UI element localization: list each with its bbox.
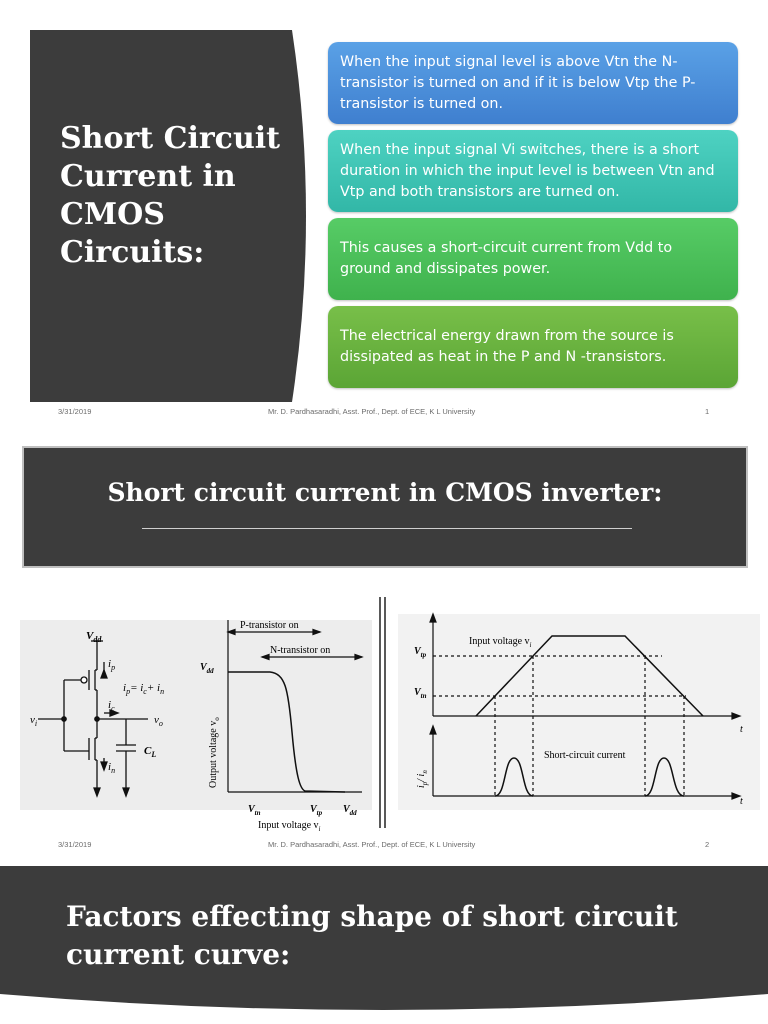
slide-2: Short circuit current in CMOS inverter: — [0, 432, 768, 864]
current-equation: ip= ic+ in — [123, 682, 164, 696]
input-voltage-axis-label: Input voltage vi — [258, 820, 321, 832]
slide-2-title: Short circuit current in CMOS inverter: — [107, 478, 663, 507]
time-axis-label-top: t — [740, 724, 743, 735]
bullet-text-3: This causes a short-circuit current from… — [340, 240, 673, 277]
timing-vtp-label: Vtp — [414, 646, 427, 659]
footer-date: 3/31/2019 — [58, 840, 92, 849]
transfer-vdd-label: Vdd — [200, 662, 214, 675]
footer-page-number: 1 — [705, 407, 710, 416]
slide-2-footer: 3/31/2019 Mr. D. Pardhasaradhi, Asst. Pr… — [0, 840, 768, 854]
load-capacitor-label: CL — [144, 745, 156, 759]
vtn-tick-label: Vtn — [248, 804, 261, 817]
footer-page-number: 2 — [705, 840, 710, 849]
footer-author: Mr. D. Pardhasaradhi, Asst. Prof., Dept.… — [268, 407, 476, 416]
timing-vtn-label: Vtn — [414, 687, 427, 700]
ip-label: ip — [108, 658, 115, 672]
short-circuit-current-label: Short-circuit current — [544, 750, 626, 761]
bullet-box-2: When the input signal Vi switches, there… — [328, 130, 738, 212]
slide-3-title: Factors effecting shape of short circuit… — [66, 900, 678, 971]
transfer-characteristic — [226, 620, 364, 793]
cmos-inverter-circuit — [38, 640, 148, 798]
title-panel — [30, 30, 306, 402]
slide-3: Factors effecting shape of short circuit… — [0, 866, 768, 1024]
vo-label: vo — [154, 714, 163, 728]
footer-date: 3/31/2019 — [58, 407, 92, 416]
right-figure-background — [398, 614, 760, 810]
bullet-text-4: The electrical energy drawn from the sou… — [340, 328, 674, 365]
current-axis-label: ip/ in — [416, 770, 429, 788]
slide-1-title: Short Circuit Current in CMOS Circuits: — [60, 121, 281, 270]
ic-label: ic — [108, 699, 115, 713]
title-banner: Short circuit current in CMOS inverter: — [22, 446, 748, 568]
time-axis-label-bottom: t — [740, 796, 743, 807]
left-figure-background — [20, 620, 372, 810]
vdd-label: Vdd — [86, 630, 102, 644]
bullet-box-3: This causes a short-circuit current from… — [328, 218, 738, 300]
title-panel — [0, 866, 768, 1010]
cmos-figure: Vdd ip ip= ic+ in ic vi vo CL in P-trans… — [20, 597, 760, 832]
title-underline — [142, 528, 632, 529]
bullet-box-1: When the input signal level is above Vtn… — [328, 42, 738, 124]
in-label: in — [108, 761, 115, 775]
vtp-tick-label: Vtp — [310, 804, 323, 817]
p-transistor-on-label: P-transistor on — [240, 620, 299, 631]
bullet-box-4: The electrical energy drawn from the sou… — [328, 306, 738, 388]
input-voltage-label: Input voltage vi — [469, 636, 532, 649]
output-voltage-axis-label: Output voltage vo — [208, 717, 221, 788]
timing-diagram — [429, 612, 742, 800]
vdd-tick-label: Vdd — [343, 804, 357, 817]
bullet-text-2: When the input signal Vi switches, there… — [340, 141, 715, 200]
slide-1: Short Circuit Current in CMOS Circuits: … — [0, 0, 768, 430]
vi-label: vi — [30, 714, 37, 728]
n-transistor-on-label: N-transistor on — [270, 645, 330, 656]
footer-author: Mr. D. Pardhasaradhi, Asst. Prof., Dept.… — [268, 840, 476, 849]
bullet-text-1: When the input signal level is above Vtn… — [340, 53, 696, 112]
slide-1-footer: 3/31/2019 Mr. D. Pardhasaradhi, Asst. Pr… — [0, 407, 768, 421]
